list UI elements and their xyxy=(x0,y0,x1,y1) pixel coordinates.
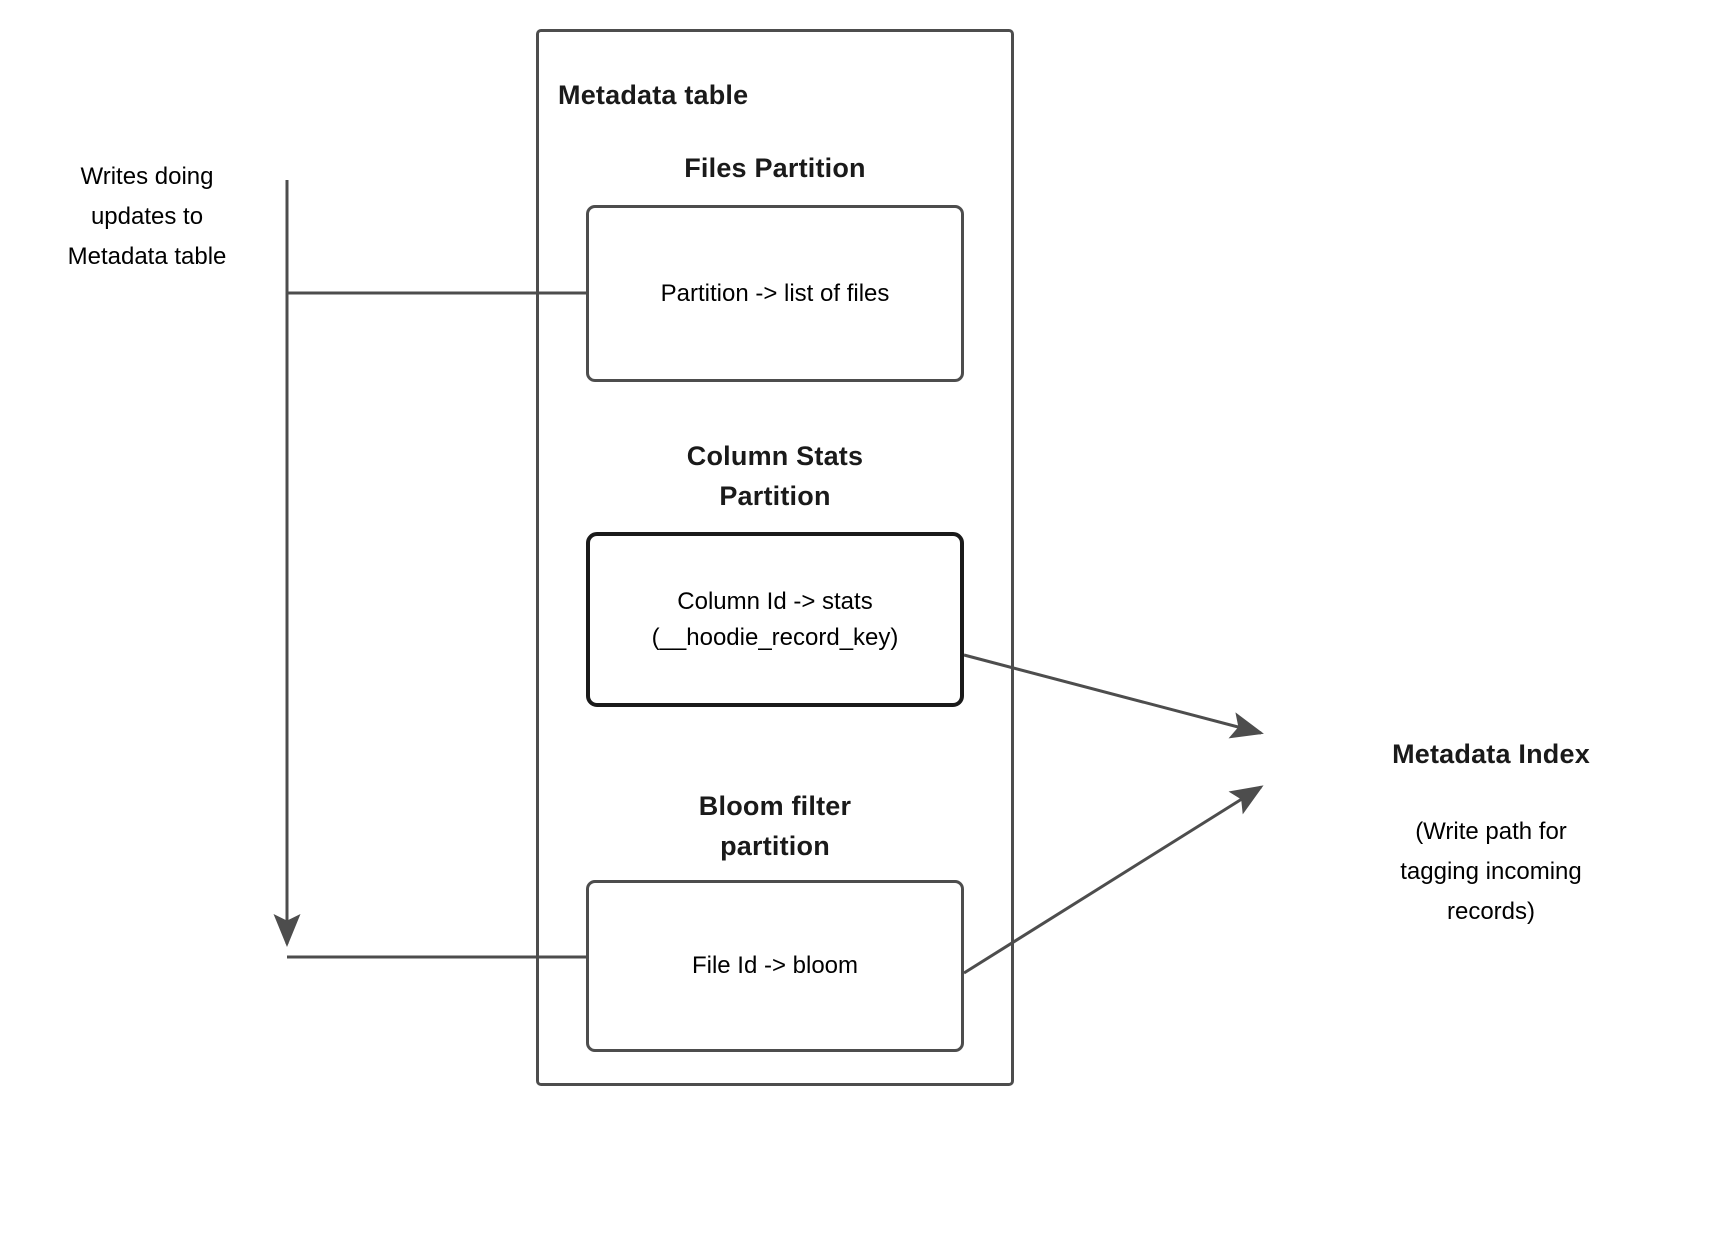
metadata-index-note-line2: tagging incoming xyxy=(1400,858,1582,885)
column-stats-partition-heading: Column Stats Partition xyxy=(555,436,995,516)
column-stats-box-line2: (__hoodie_record_key) xyxy=(651,623,899,651)
writes-caption-line3: Metadata table xyxy=(67,243,227,270)
bloom-filter-heading-line1: Bloom filter xyxy=(698,791,852,821)
metadata-index-note-line3: records) xyxy=(1446,898,1536,925)
metadata-index-note: (Write path for tagging incoming records… xyxy=(1301,812,1681,932)
writes-caption-line2: updates to xyxy=(90,203,204,230)
metadata-table-container xyxy=(536,29,1014,1086)
bloom-filter-heading-line2: partition xyxy=(720,831,830,861)
files-partition-box: Partition -> list of files xyxy=(586,205,964,382)
writes-caption: Writes doing updates to Metadata table xyxy=(12,157,282,277)
metadata-index-label: Metadata Index xyxy=(1392,739,1590,769)
column-stats-box-text: Column Id -> stats (__hoodie_record_key) xyxy=(642,584,909,656)
column-stats-heading-line2: Partition xyxy=(719,481,831,511)
bloom-filter-box-text: File Id -> bloom xyxy=(691,952,859,979)
column-stats-heading-line1: Column Stats xyxy=(686,441,864,471)
bloom-filter-partition-box: File Id -> bloom xyxy=(586,880,964,1052)
files-partition-heading: Files Partition xyxy=(684,153,866,183)
metadata-table-label: Metadata table xyxy=(558,80,749,110)
column-stats-box-line1: Column Id -> stats xyxy=(677,587,873,615)
files-partition-box-text: Partition -> list of files xyxy=(660,279,890,307)
bloom-filter-partition-heading: Bloom filter partition xyxy=(555,786,995,866)
metadata-index-note-line1: (Write path for xyxy=(1415,818,1567,845)
column-stats-partition-box: Column Id -> stats (__hoodie_record_key) xyxy=(586,532,964,707)
writes-caption-line1: Writes doing xyxy=(80,163,214,190)
